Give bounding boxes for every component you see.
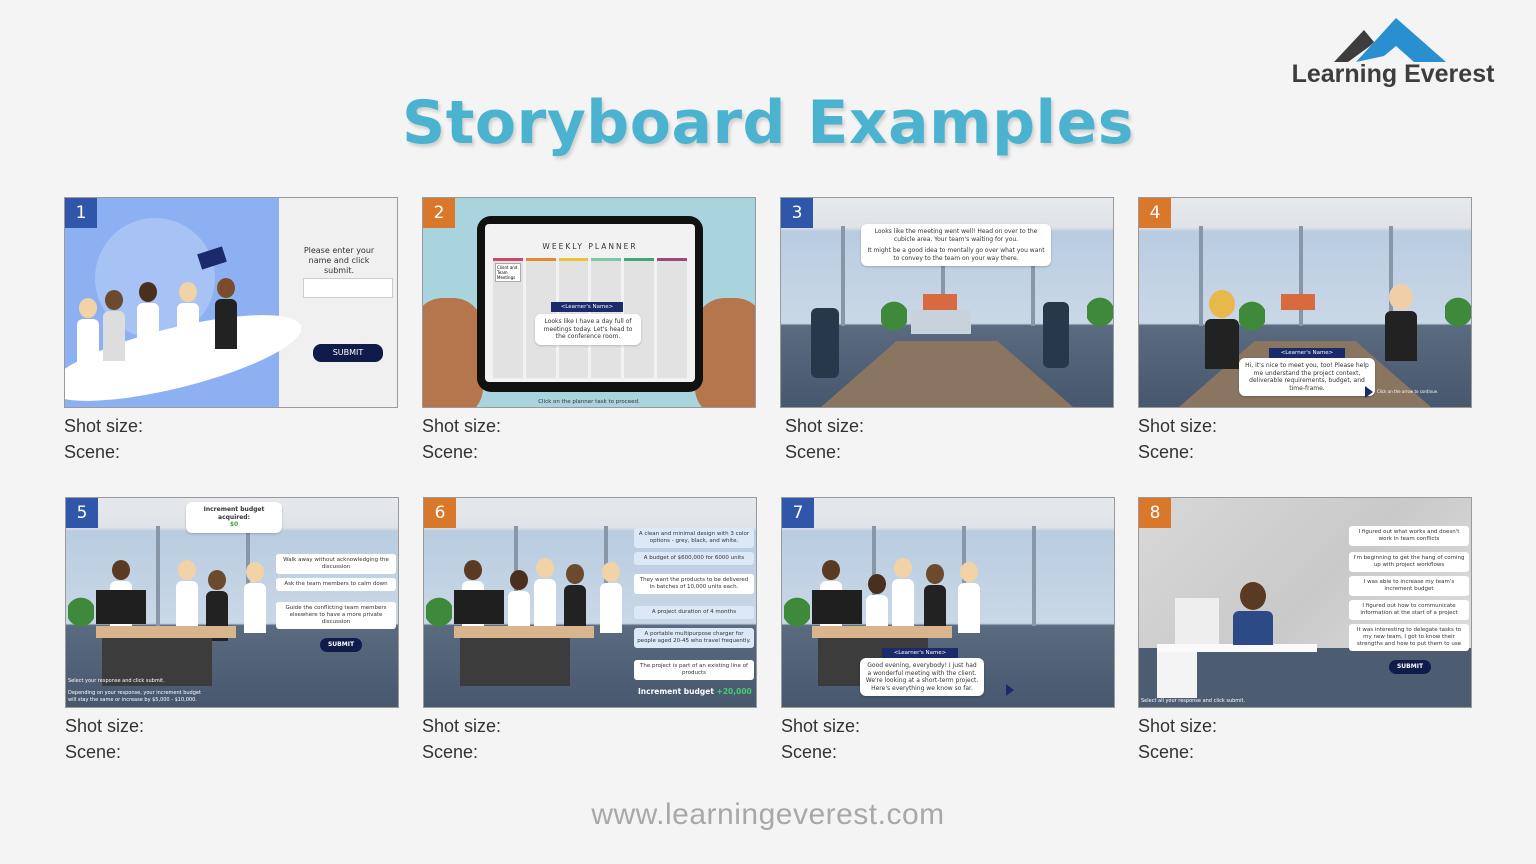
storyboard-frame-8: I figured out what works and doesn't wor… [1138, 497, 1472, 708]
frame-number-badge: 8 [1139, 498, 1171, 528]
storyboard-frame-6: A clean and minimal design with 3 color … [423, 497, 757, 708]
logo: Learning Everest [1278, 16, 1508, 88]
shot-size-label: Shot size: [1138, 716, 1218, 736]
logo-text: Learning Everest [1291, 60, 1495, 88]
frame-number-badge: 2 [423, 198, 455, 228]
page-title: Storyboard Examples [401, 88, 1135, 158]
info-card[interactable]: They want the products to be delivered i… [634, 574, 754, 594]
instruction-text: Click on the planner task to proceed. [538, 399, 640, 405]
continue-arrow-icon[interactable] [1365, 386, 1373, 398]
reflection-option[interactable]: I was able to increase my team's increme… [1349, 576, 1469, 596]
budget-box: Increment budget acquired: $0 [186, 502, 282, 533]
shot-size-label: Shot size: [785, 416, 865, 436]
frame-4-caption: Shot size: Scene: [1138, 413, 1217, 465]
instruction-text: Select your response and click submit. [68, 678, 165, 684]
planner-title: WEEKLY PLANNER [542, 242, 638, 251]
storyboard-frame-3: Looks like the meeting went well! Head o… [780, 197, 1114, 408]
speech-bubble: Good evening, everybody! I just had a wo… [860, 658, 984, 696]
budget-label: Increment budget [638, 687, 714, 696]
frame-6-caption: Shot size: Scene: [422, 713, 501, 765]
increment-budget: Increment budget +20,000 [638, 687, 752, 696]
budget-label: Increment budget acquired: [203, 506, 265, 521]
scene-label: Scene: [65, 742, 122, 762]
frame-5-caption: Shot size: Scene: [65, 713, 144, 765]
continue-arrow-icon[interactable] [1006, 684, 1014, 696]
shot-size-label: Shot size: [781, 716, 861, 736]
speech-bubble: Looks like I have a day full of meetings… [535, 314, 641, 345]
scene-label: Scene: [64, 442, 121, 462]
website-url[interactable]: www.learningeverest.com [591, 798, 945, 831]
narration-line-1: Looks like the meeting went well! Head o… [874, 228, 1038, 243]
info-card[interactable]: A portable multipurpose charger for peop… [634, 628, 754, 648]
info-card[interactable]: A budget of $600,000 for 6000 units [634, 552, 754, 565]
character-manager [1233, 582, 1273, 645]
name-tag: <Learner's Name> [551, 302, 623, 312]
frame-number-badge: 5 [66, 498, 98, 528]
storyboard-frame-5: Increment budget acquired: $0 Walk away … [65, 497, 399, 708]
name-tag: <Learner's Name> [882, 648, 958, 658]
info-card[interactable]: A clean and minimal design with 3 color … [634, 528, 754, 548]
frame-number-badge: 4 [1139, 198, 1171, 228]
scene-label: Scene: [422, 742, 479, 762]
reflection-option[interactable]: I figured out how to communicate informa… [1349, 600, 1469, 620]
scene-label: Scene: [1138, 742, 1195, 762]
budget-note: Depending on your response, your increme… [68, 690, 201, 703]
submit-button[interactable]: SUBMIT [313, 344, 383, 362]
scene-label: Scene: [1138, 442, 1195, 462]
shot-size-label: Shot size: [422, 416, 502, 436]
answer-option[interactable]: Ask the team members to calm down [276, 578, 396, 591]
submit-button[interactable]: SUBMIT [1389, 660, 1431, 674]
frame-3-caption: Shot size: Scene: [785, 413, 864, 465]
reflection-option[interactable]: I'm beginning to get the hang of coming … [1349, 552, 1469, 572]
reflection-option[interactable]: I figured out what works and doesn't wor… [1349, 526, 1469, 546]
frame-7-caption: Shot size: Scene: [781, 713, 860, 765]
frame-2-caption: Shot size: Scene: [422, 413, 501, 465]
scene-label: Scene: [785, 442, 842, 462]
name-input[interactable] [303, 278, 393, 298]
mountain-icon [1334, 18, 1446, 62]
info-card[interactable]: A project duration of 4 months [634, 606, 754, 619]
frame-number-badge: 1 [65, 198, 97, 228]
shot-size-label: Shot size: [422, 716, 502, 736]
character-woman [1205, 290, 1239, 369]
reflection-option[interactable]: It was interesting to delegate tasks to … [1349, 624, 1469, 651]
frame-1-caption: Shot size: Scene: [64, 413, 143, 465]
budget-value: $0 [229, 521, 239, 528]
frame-number-badge: 7 [782, 498, 814, 528]
submit-button[interactable]: SUBMIT [320, 638, 362, 652]
storyboard-frame-2: WEEKLY PLANNER Client and Team Meetings … [422, 197, 756, 408]
answer-option[interactable]: Walk away without acknowledging the disc… [276, 554, 396, 574]
info-card[interactable]: The project is part of an existing line … [634, 660, 754, 680]
scene-label: Scene: [781, 742, 838, 762]
storyboard-frame-1: Please enter your name and click submit.… [64, 197, 398, 408]
scene-label: Scene: [422, 442, 479, 462]
frame-8-caption: Shot size: Scene: [1138, 713, 1217, 765]
frame-number-badge: 6 [424, 498, 456, 528]
name-prompt: Please enter your name and click submit. [303, 246, 375, 275]
hand-right [695, 298, 755, 407]
planner-task[interactable]: Client and Team Meetings [495, 263, 521, 282]
frame-number-badge: 3 [781, 198, 813, 228]
speech-bubble: Hi, it's nice to meet you, too! Please h… [1239, 358, 1375, 396]
storyboard-frame-7: <Learner's Name> Good evening, everybody… [781, 497, 1115, 708]
character-man [1385, 284, 1417, 361]
narration-line-2: It might be a good idea to mentally go o… [867, 247, 1045, 262]
instruction-text: Select all your response and click submi… [1141, 698, 1246, 704]
name-tag: <Learner's Name> [1269, 348, 1345, 358]
storyboard-frame-4: <Learner's Name> Hi, it's nice to meet y… [1138, 197, 1472, 408]
shot-size-label: Shot size: [65, 716, 145, 736]
shot-size-label: Shot size: [64, 416, 144, 436]
instruction-text: Click on the arrow to continue. [1377, 389, 1439, 394]
hand-left [423, 298, 483, 407]
budget-value: +20,000 [716, 687, 752, 696]
narration-box: Looks like the meeting went well! Head o… [861, 224, 1051, 266]
illustration-panel [65, 198, 309, 407]
answer-option[interactable]: Guide the conflicting team members elsew… [276, 602, 396, 629]
shot-size-label: Shot size: [1138, 416, 1218, 436]
